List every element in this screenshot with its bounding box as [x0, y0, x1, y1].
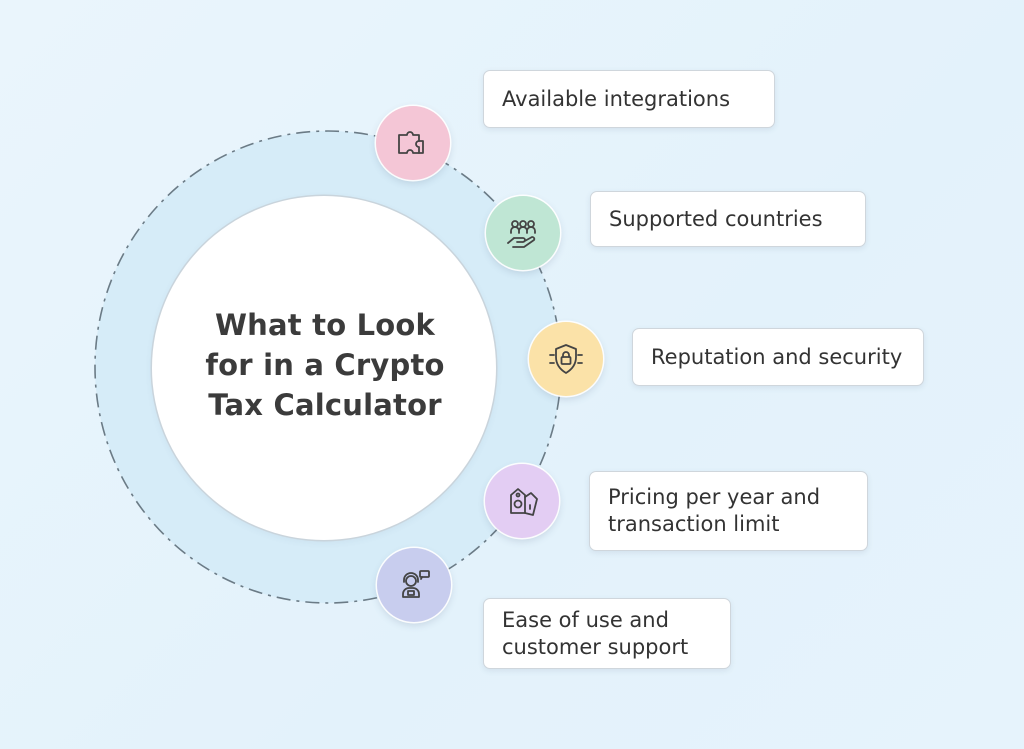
- node-security: [529, 322, 603, 396]
- label-line: transaction limit: [608, 512, 780, 536]
- hub-title-line: What to Look: [214, 308, 436, 342]
- puzzle-icon: [398, 131, 424, 154]
- label-line: customer support: [502, 634, 689, 659]
- node-support: [377, 548, 451, 622]
- label-line: Supported countries: [609, 206, 823, 231]
- people-hand-icon: [507, 220, 536, 248]
- support-agent-icon: [402, 570, 430, 598]
- label-countries: Supported countries: [590, 191, 866, 247]
- label-support: Ease of use and customer support: [483, 598, 731, 669]
- label-line: Ease of use and: [502, 607, 669, 632]
- hub-title-line: for in a Crypto: [205, 348, 445, 382]
- node-integrations: [376, 106, 450, 180]
- hub-title: What to Look for in a Crypto Tax Calcula…: [170, 305, 480, 425]
- label-integrations: Available integrations: [483, 70, 775, 128]
- label-line: Reputation and security: [651, 344, 903, 369]
- hub-circle: [152, 196, 496, 540]
- price-tag-icon: [510, 488, 538, 516]
- node-countries: [486, 196, 560, 270]
- hub-title-line: Tax Calculator: [208, 388, 442, 422]
- label-pricing: Pricing per year and transaction limit: [589, 471, 868, 551]
- shield-lock-icon: [549, 344, 583, 374]
- label-line: Pricing per year and: [608, 485, 821, 509]
- node-pricing: [485, 464, 559, 538]
- label-security: Reputation and security: [632, 328, 924, 386]
- label-line: Available integrations: [502, 86, 731, 111]
